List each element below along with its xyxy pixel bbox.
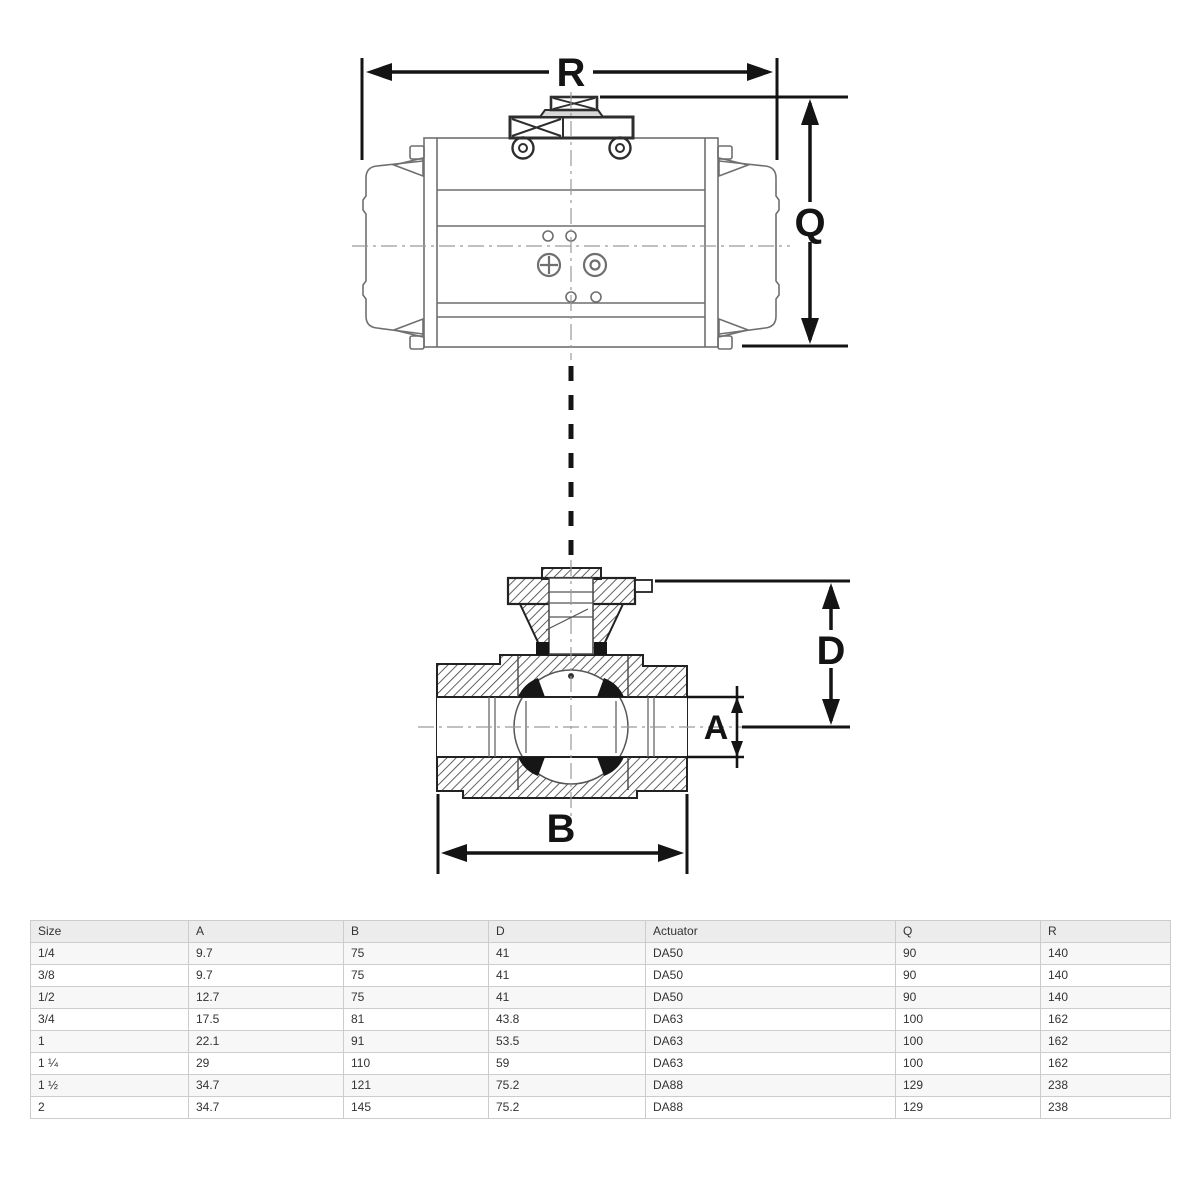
actuator-top-mount <box>508 95 635 160</box>
column-header-r: R <box>1040 920 1171 943</box>
cell-r: 140 <box>1040 964 1171 987</box>
dimension-label-D: D <box>817 629 846 673</box>
column-header-q: Q <box>895 920 1041 943</box>
cell-r: 162 <box>1040 1030 1171 1053</box>
cell-d: 53.5 <box>488 1030 646 1053</box>
cell-size: 1 ¼ <box>30 1052 189 1075</box>
dimension-R: R <box>360 51 779 160</box>
cell-r: 238 <box>1040 1074 1171 1097</box>
cell-d: 41 <box>488 986 646 1009</box>
cell-q: 100 <box>895 1030 1041 1053</box>
valve-centerlines <box>418 560 742 818</box>
table-row: 3/4 17.5 81 43.8 DA63 100 162 <box>30 1008 1171 1031</box>
cell-size: 1/2 <box>30 986 189 1009</box>
table-row: 1/4 9.7 75 41 DA50 90 140 <box>30 942 1171 965</box>
cell-size: 1 ½ <box>30 1074 189 1097</box>
cell-b: 121 <box>343 1074 489 1097</box>
cell-a: 9.7 <box>188 942 344 965</box>
cell-actuator: DA50 <box>645 942 896 965</box>
cell-actuator: DA88 <box>645 1074 896 1097</box>
cell-r: 140 <box>1040 986 1171 1009</box>
dimension-label-B: B <box>547 807 576 851</box>
cell-d: 41 <box>488 964 646 987</box>
table-row: 1/2 12.7 75 41 DA50 90 140 <box>30 986 1171 1009</box>
cell-a: 12.7 <box>188 986 344 1009</box>
cell-actuator: DA63 <box>645 1008 896 1031</box>
dimensions: R Q D <box>360 51 851 874</box>
cell-r: 140 <box>1040 942 1171 965</box>
dimension-Q: Q <box>600 95 848 348</box>
cell-b: 75 <box>343 964 489 987</box>
cell-d: 75.2 <box>488 1096 646 1119</box>
cell-actuator: DA50 <box>645 964 896 987</box>
valve-view <box>418 560 742 818</box>
dimension-A: A <box>687 686 744 768</box>
table-header-row: Size A B D Actuator Q R <box>30 920 1171 943</box>
cell-q: 129 <box>895 1074 1041 1097</box>
cell-size: 2 <box>30 1096 189 1119</box>
actuator-right-endcap <box>718 160 780 335</box>
actuator-centerlines <box>352 92 790 360</box>
cell-q: 100 <box>895 1052 1041 1075</box>
cell-r: 162 <box>1040 1008 1171 1031</box>
table-row: 1 22.1 91 53.5 DA63 100 162 <box>30 1030 1171 1053</box>
cell-a: 34.7 <box>188 1096 344 1119</box>
dimensions-table: Size A B D Actuator Q R 1/4 9.7 75 41 DA… <box>30 920 1171 1119</box>
cell-actuator: DA50 <box>645 986 896 1009</box>
cell-b: 145 <box>343 1096 489 1119</box>
column-header-size: Size <box>30 920 189 943</box>
cell-actuator: DA63 <box>645 1030 896 1053</box>
dimension-D: D <box>655 579 851 729</box>
column-header-a: A <box>188 920 344 943</box>
cell-b: 81 <box>343 1008 489 1031</box>
actuator-left-endcap <box>362 160 424 335</box>
cell-size: 1/4 <box>30 942 189 965</box>
cell-b: 91 <box>343 1030 489 1053</box>
cell-b: 75 <box>343 942 489 965</box>
cell-b: 75 <box>343 986 489 1009</box>
cell-a: 34.7 <box>188 1074 344 1097</box>
dimension-B: B <box>436 794 689 874</box>
cell-q: 90 <box>895 986 1041 1009</box>
cell-b: 110 <box>343 1052 489 1075</box>
cell-d: 43.8 <box>488 1008 646 1031</box>
cell-r: 162 <box>1040 1052 1171 1075</box>
cell-actuator: DA63 <box>645 1052 896 1075</box>
dimensions-table-section: Size A B D Actuator Q R 1/4 9.7 75 41 DA… <box>30 920 1171 1119</box>
cell-d: 75.2 <box>488 1074 646 1097</box>
dimension-label-A: A <box>704 709 729 747</box>
cell-d: 59 <box>488 1052 646 1075</box>
cell-a: 17.5 <box>188 1008 344 1031</box>
cell-a: 9.7 <box>188 964 344 987</box>
table-row: 2 34.7 145 75.2 DA88 129 238 <box>30 1096 1171 1119</box>
cell-q: 90 <box>895 942 1041 965</box>
cell-size: 1 <box>30 1030 189 1053</box>
cell-actuator: DA88 <box>645 1096 896 1119</box>
position-indicator <box>549 95 599 112</box>
dimension-label-R: R <box>557 51 586 95</box>
table-row: 3/8 9.7 75 41 DA50 90 140 <box>30 964 1171 987</box>
cell-d: 41 <box>488 942 646 965</box>
cell-a: 22.1 <box>188 1030 344 1053</box>
cell-q: 129 <box>895 1096 1041 1119</box>
column-header-d: D <box>488 920 646 943</box>
table-row: 1 ¼ 29 110 59 DA63 100 162 <box>30 1052 1171 1075</box>
column-header-b: B <box>343 920 489 943</box>
cell-r: 238 <box>1040 1096 1171 1119</box>
cell-size: 3/8 <box>30 964 189 987</box>
cell-q: 90 <box>895 964 1041 987</box>
cell-q: 100 <box>895 1008 1041 1031</box>
dimension-label-Q: Q <box>794 201 825 245</box>
column-header-actuator: Actuator <box>645 920 896 943</box>
actuated-ball-valve-drawing: R Q D <box>352 51 851 874</box>
table-row: 1 ½ 34.7 121 75.2 DA88 129 238 <box>30 1074 1171 1097</box>
valve-seats <box>518 678 624 776</box>
cell-size: 3/4 <box>30 1008 189 1031</box>
cell-a: 29 <box>188 1052 344 1075</box>
